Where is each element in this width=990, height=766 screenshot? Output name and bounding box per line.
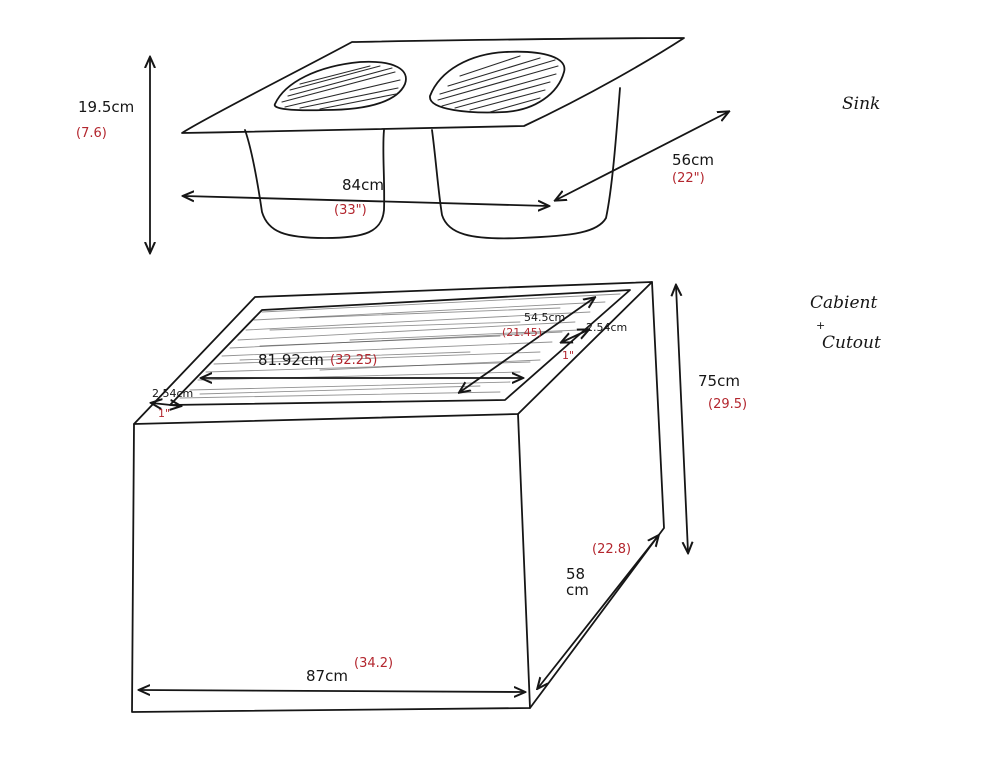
- cabinet-height-arrow: [676, 286, 688, 552]
- sink-width-cm-label: 84cm: [342, 176, 384, 194]
- border-left-cm-label: 2.54cm: [152, 387, 194, 400]
- cutout-depth-arrow: [460, 298, 594, 392]
- cutout-depth-cm-label: 54.5cm: [524, 311, 566, 324]
- sink-drawing: [150, 37, 728, 252]
- cabinet-front-face: [131, 413, 531, 713]
- sink-rim: [181, 37, 685, 134]
- sink-width-arrow: [184, 196, 548, 206]
- cutout-width-cm-label: 81.92cm: [258, 351, 324, 369]
- border-right-arrow: [562, 330, 588, 342]
- cabinet-drawing: [131, 281, 688, 713]
- cutout-depth-in-label: (21.45): [502, 326, 543, 339]
- border-left-arrow: [152, 403, 180, 406]
- sink-title: Sink: [842, 94, 881, 114]
- border-left-in-label: 1": [158, 407, 171, 420]
- cabinet-height-cm-label: 75cm: [698, 372, 740, 390]
- cutout-width-in-label: (32.25): [330, 353, 378, 368]
- sink-depth-cm-label: 56cm: [672, 151, 714, 169]
- sink-depth-arrow: [556, 112, 728, 200]
- sink-width-in-label: (33"): [334, 203, 367, 218]
- cabinet-cutout: [169, 289, 631, 406]
- cabinet-depth-cm-line1: 58: [566, 565, 586, 583]
- sink-left-bowl: [244, 129, 386, 239]
- cabinet-width-cm-label: 87cm: [306, 667, 348, 685]
- cutout-shading: [179, 293, 621, 399]
- sink-right-basin-opening: [429, 50, 566, 114]
- cabinet-depth-in-label: (22.8): [592, 542, 632, 557]
- border-right-in-label: 1": [562, 349, 575, 362]
- cabinet-width-in-label: (34.2): [354, 656, 394, 671]
- sink-height-in-label: (7.6): [76, 126, 107, 141]
- sink-basin-shading: [281, 55, 559, 113]
- cabinet-depth-arrow: [538, 536, 658, 688]
- cabinet-depth-cm-line2: cm: [566, 581, 589, 599]
- border-right-cm-label: 2.54cm: [586, 321, 628, 334]
- cabinet-width-arrow: [140, 690, 524, 692]
- cabinet-title-plus: +: [816, 319, 826, 332]
- sink-left-basin-opening: [274, 60, 407, 112]
- cabinet-height-in-label: (29.5): [708, 397, 748, 412]
- sink-height-cm-label: 19.5cm: [78, 98, 135, 116]
- sink-depth-in-label: (22"): [672, 171, 705, 186]
- cabinet-side-face: [529, 281, 665, 709]
- cabinet-title-line1: Cabient: [810, 293, 878, 313]
- cabinet-title-line2: Cutout: [822, 333, 881, 353]
